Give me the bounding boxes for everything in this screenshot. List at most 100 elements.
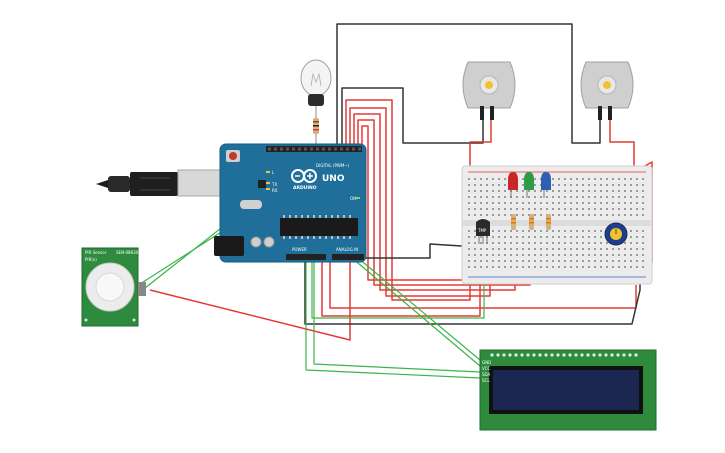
lcd-header-pin xyxy=(526,353,530,357)
breadboard-hole xyxy=(576,230,578,232)
breadboard-hole xyxy=(534,236,536,238)
breadboard-hole xyxy=(618,208,620,210)
breadboard-hole xyxy=(474,178,476,180)
breadboard-hole xyxy=(606,266,608,268)
l-led xyxy=(266,171,270,173)
breadboard-hole xyxy=(576,236,578,238)
wire-red-6[interactable] xyxy=(321,258,481,317)
wire-red-motor2[interactable] xyxy=(609,120,635,172)
wire-red-pir[interactable] xyxy=(149,258,351,341)
breadboard-hole xyxy=(612,202,614,204)
wire-green-lcd-sda[interactable] xyxy=(351,257,481,367)
breadboard-hole xyxy=(468,248,470,250)
dc-motor-1[interactable] xyxy=(462,61,516,120)
wire-green-lcd-vcc[interactable] xyxy=(313,258,481,373)
breadboard-hole xyxy=(474,236,476,238)
breadboard-hole xyxy=(552,254,554,256)
breadboard-hole xyxy=(546,190,548,192)
breadboard-hole xyxy=(492,178,494,180)
breadboard-hole xyxy=(504,266,506,268)
breadboard-hole xyxy=(618,260,620,262)
wire-black-motor1[interactable] xyxy=(341,87,484,150)
arduino-uno-board[interactable]: DIGITAL (PWM~) UNO ARDUINO TX RX L ON xyxy=(214,143,367,263)
breadboard-hole xyxy=(486,196,488,198)
breadboard-hole xyxy=(510,248,512,250)
lcd-pin-gnd: GND xyxy=(482,360,491,365)
lcd-display[interactable]: GND VCC SDA SCL xyxy=(479,349,657,431)
motor-shaft xyxy=(485,81,493,89)
breadboard-hole xyxy=(588,266,590,268)
breadboard-hole xyxy=(588,248,590,250)
breadboard-hole xyxy=(630,196,632,198)
bulb-filament xyxy=(310,72,322,87)
led-blue[interactable] xyxy=(541,172,551,198)
breadboard-hole xyxy=(474,230,476,232)
breadboard-hole xyxy=(498,242,500,244)
breadboard-hole xyxy=(576,260,578,262)
tx-led xyxy=(266,182,270,184)
breadboard-hole xyxy=(600,230,602,232)
breadboard-hole xyxy=(582,202,584,204)
breadboard-hole xyxy=(588,196,590,198)
crystal-oscillator xyxy=(240,200,262,209)
breadboard-hole xyxy=(558,266,560,268)
wire-green-lcd-scl[interactable] xyxy=(357,257,481,361)
resistor-1[interactable] xyxy=(511,214,516,230)
analog-label: ANALOG IN xyxy=(336,247,358,252)
led-red[interactable] xyxy=(508,172,518,198)
breadboard-hole xyxy=(606,260,608,262)
potentiometer[interactable] xyxy=(604,222,628,246)
wire-red-motor1[interactable] xyxy=(469,120,492,172)
pir-bottom-label: PIR(x) xyxy=(85,257,97,262)
usb-cable[interactable] xyxy=(96,169,223,197)
breadboard-hole xyxy=(612,214,614,216)
breadboard-hole xyxy=(582,254,584,256)
breadboard-hole xyxy=(504,202,506,204)
breadboard-hole xyxy=(642,236,644,238)
breadboard-hole xyxy=(540,196,542,198)
breadboard-hole xyxy=(468,196,470,198)
resistor-band xyxy=(546,222,551,224)
resistor-3[interactable] xyxy=(546,214,551,230)
power-jack[interactable] xyxy=(214,236,244,256)
breadboard-hole xyxy=(636,190,638,192)
wire-green-tmp[interactable] xyxy=(311,258,485,319)
resistor-2[interactable] xyxy=(529,214,534,230)
breadboard-hole xyxy=(552,190,554,192)
breadboard-hole xyxy=(528,196,530,198)
breadboard-hole xyxy=(558,190,560,192)
pir-sensor[interactable]: PIR Sensor SEN-08630 PIR(x) xyxy=(81,247,146,327)
breadboard-hole xyxy=(612,208,614,210)
breadboard-hole xyxy=(564,230,566,232)
dc-motor-2[interactable] xyxy=(580,61,634,120)
temperature-sensor[interactable]: TMP xyxy=(476,219,490,244)
breadboard-hole xyxy=(642,178,644,180)
breadboard-hole xyxy=(522,236,524,238)
breadboard-hole xyxy=(504,260,506,262)
breadboard[interactable] xyxy=(461,165,653,285)
breadboard-hole xyxy=(534,178,536,180)
wire-black-motor2[interactable] xyxy=(336,23,601,150)
breadboard-hole xyxy=(504,214,506,216)
breadboard-hole xyxy=(570,254,572,256)
breadboard-hole xyxy=(564,214,566,216)
breadboard-hole xyxy=(582,190,584,192)
breadboard-hole xyxy=(528,260,530,262)
breadboard-hole xyxy=(510,266,512,268)
breadboard-hole xyxy=(474,242,476,244)
light-bulb[interactable] xyxy=(300,59,332,150)
breadboard-hole xyxy=(492,208,494,210)
breadboard-hole xyxy=(588,214,590,216)
led-green[interactable] xyxy=(524,172,534,198)
reset-button[interactable] xyxy=(229,152,237,160)
breadboard-hole xyxy=(480,196,482,198)
wire-red-7[interactable] xyxy=(329,258,637,309)
breadboard-hole xyxy=(510,260,512,262)
wire-red-1[interactable] xyxy=(345,99,471,301)
breadboard-hole xyxy=(498,260,500,262)
breadboard-hole xyxy=(582,184,584,186)
breadboard-hole xyxy=(510,254,512,256)
wire-green-lcd-gnd[interactable] xyxy=(305,258,481,379)
lcd-header-pin xyxy=(586,353,590,357)
breadboard-hole xyxy=(474,184,476,186)
